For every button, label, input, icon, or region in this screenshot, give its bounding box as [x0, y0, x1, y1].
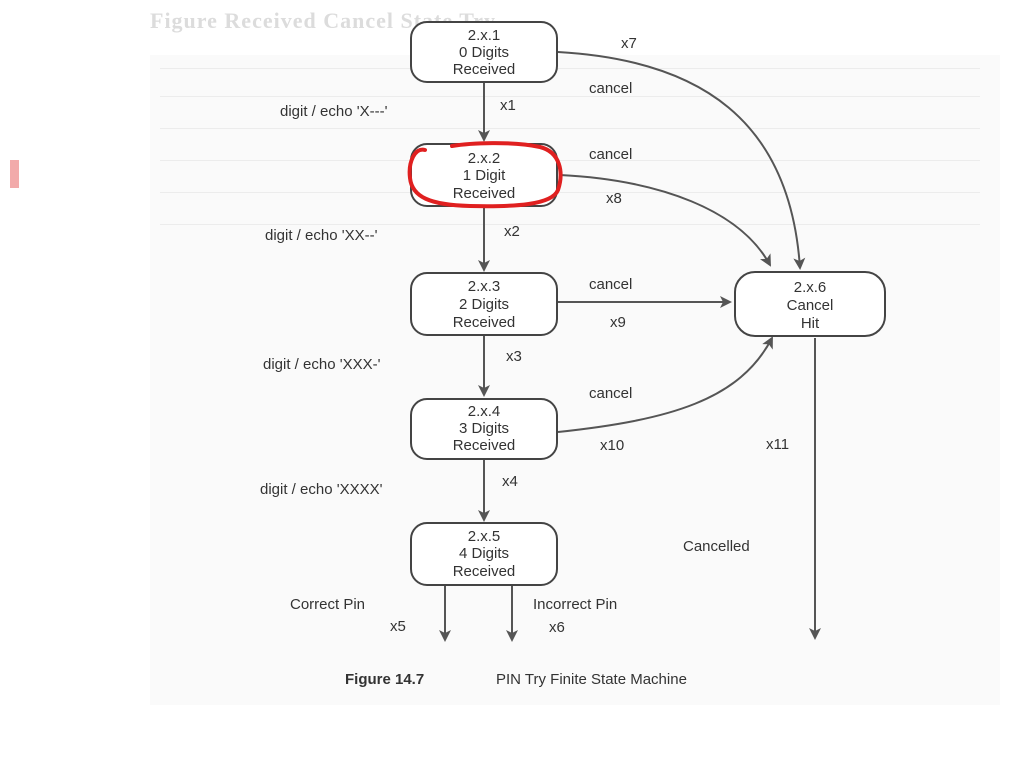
state-node-2x2: 2.x.2 1 Digit Received [410, 143, 558, 207]
edge-label-event: Cancelled [683, 538, 750, 555]
edge-label-event: cancel [589, 276, 632, 293]
state-node-2x3: 2.x.3 2 Digits Received [410, 272, 558, 336]
edge-label-event: cancel [589, 146, 632, 163]
edge-label-action: digit / echo 'XXXX' [260, 481, 383, 498]
edge-label-code: x11 [766, 436, 789, 453]
node-label: 2 Digits [459, 296, 509, 313]
edge-label-code: x3 [506, 348, 522, 365]
figure-caption-label: Figure 14.7 [345, 671, 424, 688]
node-id: 2.x.3 [468, 278, 501, 295]
edge-label-code: x5 [390, 618, 406, 635]
edge-label-event: cancel [589, 385, 632, 402]
node-id: 2.x.1 [468, 27, 501, 44]
edge-label-action: digit / echo 'XX--' [265, 227, 378, 244]
edge-label-event: cancel [589, 80, 632, 97]
node-label: Received [453, 563, 516, 580]
edge-label-code: x1 [500, 97, 516, 114]
edge-label-code: x9 [610, 314, 626, 331]
node-id: 2.x.6 [794, 279, 827, 296]
edge-label-action: digit / echo 'X---' [280, 103, 388, 120]
node-label: 4 Digits [459, 545, 509, 562]
node-label: Cancel [787, 297, 834, 314]
node-id: 2.x.4 [468, 403, 501, 420]
state-node-2x4: 2.x.4 3 Digits Received [410, 398, 558, 460]
node-label: 1 Digit [463, 167, 506, 184]
edge-label-event: Incorrect Pin [533, 596, 617, 613]
node-id: 2.x.2 [468, 150, 501, 167]
state-node-2x1: 2.x.1 0 Digits Received [410, 21, 558, 83]
edge-x10 [557, 336, 773, 433]
figure-caption-text: PIN Try Finite State Machine [496, 671, 687, 688]
edge-label-event: Correct Pin [290, 596, 365, 613]
state-node-2x6: 2.x.6 Cancel Hit [734, 271, 886, 337]
red-margin-mark [10, 160, 19, 188]
edge-label-code: x8 [606, 190, 622, 207]
edge-label-code: x4 [502, 473, 518, 490]
node-label: Received [453, 314, 516, 331]
node-label: Received [453, 185, 516, 202]
edge-label-code: x7 [621, 35, 637, 52]
node-label: 0 Digits [459, 44, 509, 61]
node-id: 2.x.5 [468, 528, 501, 545]
edge-x8 [559, 174, 771, 267]
edge-label-action: digit / echo 'XXX-' [263, 356, 381, 373]
highlight-annotation [407, 141, 563, 209]
node-label: 3 Digits [459, 420, 509, 437]
node-label: Received [453, 61, 516, 78]
state-node-2x5: 2.x.5 4 Digits Received [410, 522, 558, 586]
edge-x7 [557, 51, 806, 270]
background-bleed [150, 55, 1000, 705]
edge-label-code: x6 [549, 619, 565, 636]
edge-label-code: x10 [600, 437, 624, 454]
node-label: Hit [801, 315, 820, 332]
node-label: Received [453, 437, 516, 454]
edge-label-code: x2 [504, 223, 520, 240]
